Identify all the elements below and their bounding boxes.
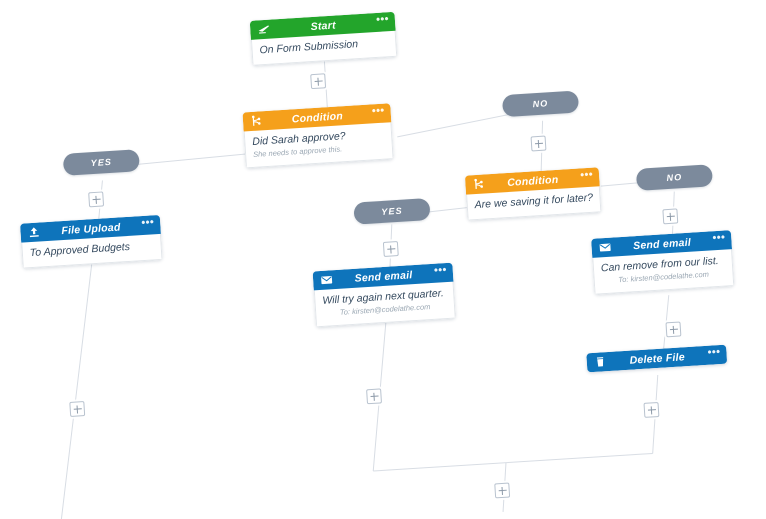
node-condition-2-title: Condition (506, 173, 559, 189)
branch-pill-yes-2[interactable]: YES (353, 197, 431, 225)
node-file-upload-title: File Upload (60, 220, 121, 237)
node-start-line1: On Form Submission (259, 38, 359, 57)
branch-pill-no-1-label: NO (532, 98, 549, 110)
plane-takeoff-icon (256, 22, 272, 38)
branch-pill-yes-1[interactable]: YES (62, 149, 140, 176)
node-send-email-1[interactable]: Send email ••• Will try again next quart… (312, 262, 456, 328)
node-send-email-1-header[interactable]: Send email ••• (312, 262, 454, 291)
trash-icon (592, 354, 608, 370)
branch-pill-no-1[interactable]: NO (501, 90, 580, 118)
node-delete-file-title: Delete File (629, 350, 686, 367)
node-file-upload[interactable]: File Upload ••• To Approved Budgets (20, 214, 163, 269)
branch-pill-yes-1-label: YES (90, 156, 113, 169)
branch-fork-icon (249, 113, 265, 129)
upload-icon (26, 224, 42, 240)
node-delete-file-header[interactable]: Delete File ••• (586, 344, 728, 373)
envelope-icon (319, 272, 335, 288)
node-condition-2-header[interactable]: Condition ••• (464, 167, 600, 195)
node-send-email-2[interactable]: Send email ••• Can remove from our list.… (591, 230, 735, 295)
node-delete-file-menu-icon[interactable]: ••• (707, 346, 721, 359)
node-delete-file[interactable]: Delete File ••• (586, 344, 728, 373)
envelope-icon (597, 240, 613, 256)
node-condition-1-menu-icon[interactable]: ••• (371, 104, 385, 118)
node-condition-1-title: Condition (291, 109, 344, 125)
node-condition-2[interactable]: Condition ••• Are we saving it for later… (464, 167, 602, 221)
node-start-header[interactable]: Start ••• (249, 11, 396, 40)
node-start-menu-icon[interactable]: ••• (375, 13, 390, 26)
branch-fork-icon (471, 176, 487, 192)
node-condition-1[interactable]: Condition ••• Did Sarah approve? She nee… (242, 103, 394, 169)
add-step-button-after-yes-2[interactable] (382, 241, 399, 257)
node-start-title: Start (310, 19, 337, 33)
add-step-button-after-send-email-2[interactable] (665, 321, 682, 338)
edge-fileupload-down (58, 264, 93, 519)
node-condition-2-line1: Are we saving it for later? (474, 191, 594, 212)
add-step-button-after-merge[interactable] (494, 482, 511, 499)
branch-pill-no-2[interactable]: NO (635, 164, 714, 191)
node-condition-1-header[interactable]: Condition ••• (242, 103, 392, 132)
edge-merge-bar (373, 452, 653, 472)
node-send-email-1-title: Send email (354, 268, 413, 285)
node-send-email-1-menu-icon[interactable]: ••• (433, 264, 448, 277)
add-step-button-after-no-1[interactable] (530, 135, 547, 152)
node-send-email-2-title: Send email (632, 236, 692, 252)
add-step-button-after-start[interactable] (310, 73, 327, 90)
add-step-button-after-no-2[interactable] (662, 208, 679, 225)
add-step-button-after-yes-1[interactable] (88, 191, 105, 208)
add-step-button-after-delete-file[interactable] (643, 401, 660, 418)
branch-pill-yes-2-label: YES (381, 205, 403, 218)
node-send-email-2-menu-icon[interactable]: ••• (712, 231, 726, 245)
node-condition-2-menu-icon[interactable]: ••• (579, 168, 594, 182)
add-step-button-after-file-upload[interactable] (69, 401, 86, 417)
branch-pill-no-2-label: NO (666, 172, 683, 184)
node-file-upload-menu-icon[interactable]: ••• (141, 216, 155, 230)
node-file-upload-header[interactable]: File Upload ••• (20, 214, 161, 243)
node-file-upload-line1: To Approved Budgets (29, 240, 131, 260)
add-step-button-after-send-email-1[interactable] (366, 388, 382, 405)
edge-condition2-to-yes (427, 207, 467, 213)
node-start[interactable]: Start ••• On Form Submission (249, 11, 398, 66)
node-send-email-2-header[interactable]: Send email ••• (591, 230, 733, 258)
